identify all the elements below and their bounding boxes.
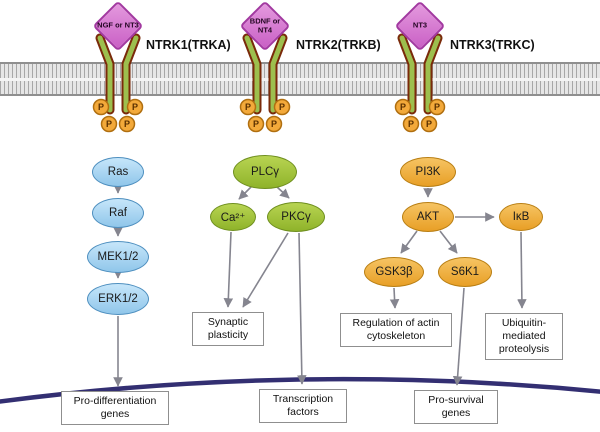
node-s6k1: S6K1 (438, 257, 492, 287)
phospho-label: P (106, 119, 112, 129)
box-transcription-factors: Transcription factors (259, 389, 347, 424)
receptor-ntrk1: P P P P NGF or NT3 (70, 0, 166, 142)
receptor-name-ntrk1: NTRK1(TRKA) (146, 38, 231, 52)
receptor-ntrk3: P P P P NT3 (372, 0, 468, 142)
phospho-site (428, 98, 446, 116)
arrow-plcg-ca (238, 185, 253, 200)
receptor-arm-left (97, 35, 113, 113)
phospho-label: P (434, 102, 440, 112)
node-plcg: PLCγ (233, 155, 297, 189)
phospho-site (118, 115, 136, 133)
receptor-body: P P P P (239, 33, 291, 133)
phospho-label: P (124, 119, 130, 129)
node-ca: Ca²⁺ (210, 203, 256, 231)
node-erk12: ERK1/2 (87, 283, 149, 315)
phospho-label: P (400, 102, 406, 112)
receptor-ntrk2: P P P P BDNF or NT4 (217, 0, 313, 142)
cell-membrane (0, 62, 600, 96)
phospho-site (247, 115, 265, 133)
box-ubiquitin-proteolysis: Ubiquitin-mediated proteolysis (485, 313, 563, 361)
phospho-site (100, 115, 118, 133)
phospho-label: P (132, 102, 138, 112)
node-pi3k: PI3K (400, 157, 456, 187)
receptor-name-ntrk2: NTRK2(TRKB) (296, 38, 381, 52)
phospho-label: P (271, 119, 277, 129)
box-pro-differentiation-genes: Pro-differentiation genes (61, 391, 169, 426)
phospho-label: P (245, 102, 251, 112)
box-synaptic-plasticity: Synaptic plasticity (192, 312, 264, 347)
receptor-body: P P P P (92, 33, 144, 133)
receptor-arm-left (399, 35, 415, 113)
phospho-label: P (98, 102, 104, 112)
phospho-site (92, 98, 110, 116)
ligand-label: NGF or NT3 (97, 20, 139, 30)
receptor-arm-right (123, 35, 139, 113)
node-akt: AKT (402, 202, 454, 232)
node-ras: Ras (92, 157, 144, 187)
node-ikb: IκB (499, 203, 543, 231)
arrow-akt-gsk3b (400, 230, 418, 254)
receptor-arm-left (244, 35, 260, 113)
receptor-body: P P P P (394, 33, 446, 133)
receptor-arm-right (270, 35, 286, 113)
phospho-label: P (253, 119, 259, 129)
phospho-site (273, 98, 291, 116)
node-mek12: MEK1/2 (87, 241, 149, 273)
ligand-label: BDNF or NT4 (249, 16, 281, 34)
arrow-ikb-ubiquitin (517, 231, 527, 309)
box-pro-survival-genes: Pro-survival genes (414, 390, 498, 425)
node-gsk3b: GSK3β (364, 257, 424, 287)
phospho-label: P (408, 119, 414, 129)
arrow-ca-synaptic (223, 231, 234, 308)
phospho-label: P (279, 102, 285, 112)
phospho-site (420, 115, 438, 133)
arrow-s6k1-prosurvival (452, 287, 465, 386)
arrow-plcg-pkcg (276, 186, 290, 199)
receptor-name-ntrk3: NTRK3(TRKC) (450, 38, 535, 52)
arrow-pkcg-transcription (297, 232, 307, 385)
box-actin-cytoskeleton: Regulation of actin cytoskeleton (340, 313, 452, 348)
node-pkcg: PKCγ (267, 202, 325, 232)
arrow-akt-s6k1 (439, 230, 458, 254)
phospho-site (265, 115, 283, 133)
phospho-site (402, 115, 420, 133)
arrow-pkcg-synaptic (242, 232, 289, 308)
phospho-site (126, 98, 144, 116)
phospho-label: P (426, 119, 432, 129)
node-raf: Raf (92, 198, 144, 228)
ligand-label: NT3 (412, 20, 428, 30)
phospho-site (394, 98, 412, 116)
arrow-gsk3b-actin (389, 287, 400, 309)
phospho-site (239, 98, 257, 116)
receptor-arm-right (425, 35, 441, 113)
